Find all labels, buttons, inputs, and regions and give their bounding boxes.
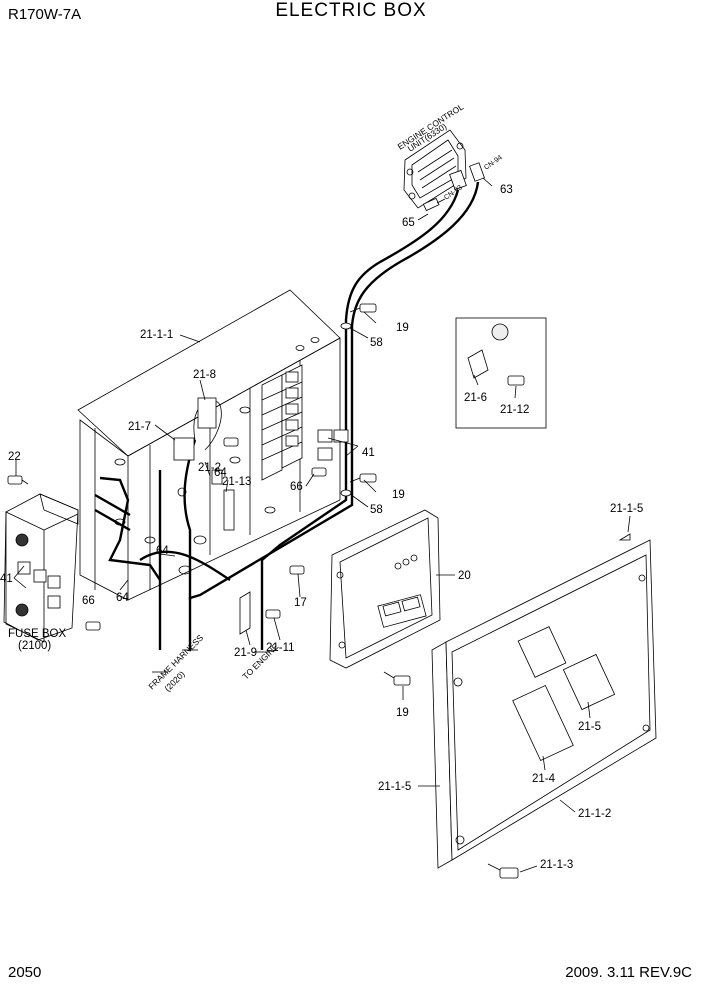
bolt-19-mid	[349, 473, 377, 483]
callout-19-bottom: 19	[396, 707, 409, 719]
callout-41-right: 41	[362, 447, 375, 459]
screw-65	[422, 197, 446, 212]
bolt-19-bottom	[383, 671, 411, 686]
controller-20	[329, 509, 441, 669]
callout-21-1-1: 21-1-1	[140, 329, 173, 341]
callout-65: 65	[402, 217, 415, 229]
callout-21-5: 21-5	[578, 721, 601, 733]
callout-21-13: 21-13	[222, 476, 251, 488]
cn94-label: CN-94	[483, 154, 504, 171]
relay-terminal-block	[261, 364, 303, 481]
callout-20: 20	[458, 570, 471, 582]
callout-21-1-5-left: 21-1-5	[378, 781, 411, 793]
relay-21-7	[173, 437, 195, 461]
callout-22: 22	[8, 451, 21, 463]
relay-small-cluster	[177, 469, 235, 531]
bolt-22	[7, 475, 29, 485]
bolt-21-1-3	[487, 863, 519, 879]
page-number: 2050	[8, 964, 42, 981]
callout-21-1-3: 21-1-3	[540, 859, 573, 871]
detail-inset-box	[455, 317, 547, 429]
callout-21-1-2: 21-1-2	[578, 808, 611, 820]
engine-control-unit	[403, 129, 485, 209]
callout-41-left: 41	[0, 573, 13, 585]
revision-date: 2009. 3.11 REV.9C	[565, 964, 692, 981]
callout-63: 63	[500, 184, 513, 196]
callout-21-2: 21-2	[198, 462, 221, 474]
bolt-66-mid	[311, 467, 327, 477]
callout-66-mid: 66	[290, 481, 303, 493]
leader-lines	[13, 177, 631, 873]
fuse-box-code: (2100)	[18, 640, 51, 652]
bracket-21-9	[239, 591, 251, 635]
callout-17: 17	[294, 597, 307, 609]
callout-21-9: 21-9	[234, 647, 257, 659]
callout-19-top: 19	[396, 322, 409, 334]
callout-21-8: 21-8	[193, 369, 216, 381]
door-cover-21-1-2	[431, 533, 657, 869]
fuse-box-label: FUSE BOX	[8, 628, 66, 640]
callout-66-left: 66	[82, 595, 95, 607]
electric-box-housing	[77, 289, 341, 601]
bolt-21-11	[265, 609, 281, 619]
model-code: R170W-7A	[8, 6, 82, 23]
callout-64-left-bot: 64	[116, 592, 129, 604]
callout-21-7: 21-7	[128, 421, 151, 433]
callout-21-12: 21-12	[500, 404, 529, 416]
bolt-66-left	[85, 621, 101, 631]
callout-21-6: 21-6	[464, 392, 487, 404]
bolt-19-top	[349, 303, 377, 313]
callout-21-4: 21-4	[532, 773, 556, 785]
fuse-box	[3, 493, 79, 643]
relays-41-right	[317, 429, 349, 461]
callout-21-11: 21-11	[266, 642, 295, 654]
bolt-17	[289, 565, 305, 575]
callout-58-mid: 58	[370, 504, 383, 516]
callout-21-1-5-top: 21-1-5	[610, 503, 643, 515]
callout-58-top: 58	[370, 337, 383, 349]
callout-64-mid: 64	[214, 467, 227, 479]
grommet-58-mid	[340, 489, 352, 497]
callout-19-mid: 19	[392, 489, 405, 501]
page-title: ELECTRIC BOX	[275, 0, 427, 21]
callout-64-left-top: 64	[156, 545, 169, 557]
grommet-58-top	[340, 322, 352, 330]
screw-64-mid	[223, 437, 239, 447]
